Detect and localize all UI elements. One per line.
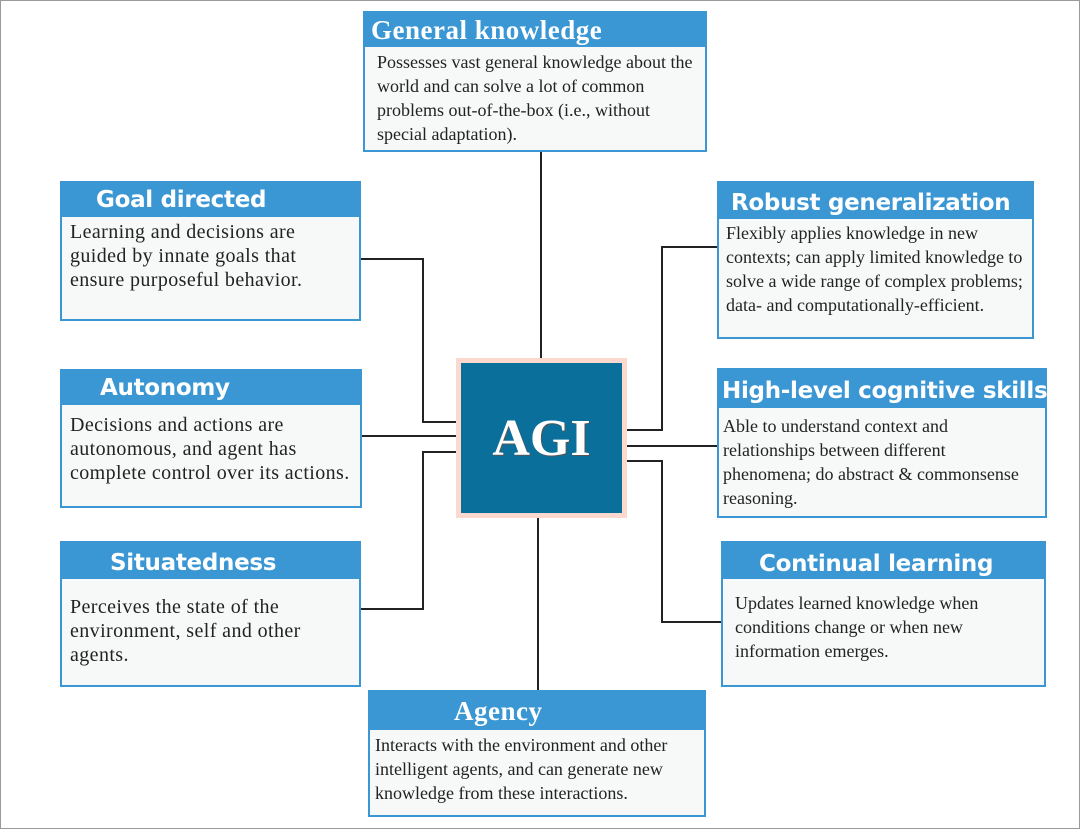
node-description: Updates learned knowledge when condition… xyxy=(735,593,979,661)
node-title: High-level cognitive skills xyxy=(719,370,1048,408)
node-agency: Agency Interacts with the environment an… xyxy=(368,690,706,817)
node-title: Goal directed xyxy=(62,183,359,217)
node-title: Continual learning xyxy=(723,543,1044,579)
node-title: Robust generalization xyxy=(719,183,1032,219)
connector-goal-directed xyxy=(361,258,458,423)
node-description: Learning and decisions are guided by inn… xyxy=(70,221,303,291)
node-high-level-cognitive-skills: High-level cognitive skills Able to unde… xyxy=(717,368,1048,518)
node-title: Autonomy xyxy=(62,371,360,405)
node-description: Perceives the state of the environment, … xyxy=(70,596,301,666)
node-situatedness: Situatedness Perceives the state of the … xyxy=(60,541,361,687)
node-goal-directed: Goal directed Learning and decisions are… xyxy=(60,181,361,321)
node-title: Agency xyxy=(370,692,704,730)
node-description: Flexibly applies knowledge in new contex… xyxy=(726,223,1023,315)
node-autonomy: Autonomy Decisions and actions are auton… xyxy=(60,369,362,508)
node-title: Situatedness xyxy=(62,543,359,579)
node-description: Decisions and actions are autonomous, an… xyxy=(70,414,350,484)
node-continual-learning: Continual learning Updates learned knowl… xyxy=(721,541,1046,687)
node-description: Interacts with the environment and other… xyxy=(375,735,668,803)
agi-center-node: AGI xyxy=(456,358,627,518)
node-robust-generalization: Robust generalization Flexibly applies k… xyxy=(717,181,1034,339)
node-description: Able to understand context and relations… xyxy=(723,416,1019,508)
node-description: Possesses vast general knowledge about t… xyxy=(377,52,693,144)
agi-label: AGI xyxy=(461,363,622,513)
connector-robust-generalization xyxy=(627,246,717,431)
connector-continual-learning xyxy=(627,460,721,623)
node-general-knowledge: General knowledge Possesses vast general… xyxy=(363,11,707,152)
connector-situatedness xyxy=(361,451,458,610)
node-title: General knowledge xyxy=(365,13,705,47)
